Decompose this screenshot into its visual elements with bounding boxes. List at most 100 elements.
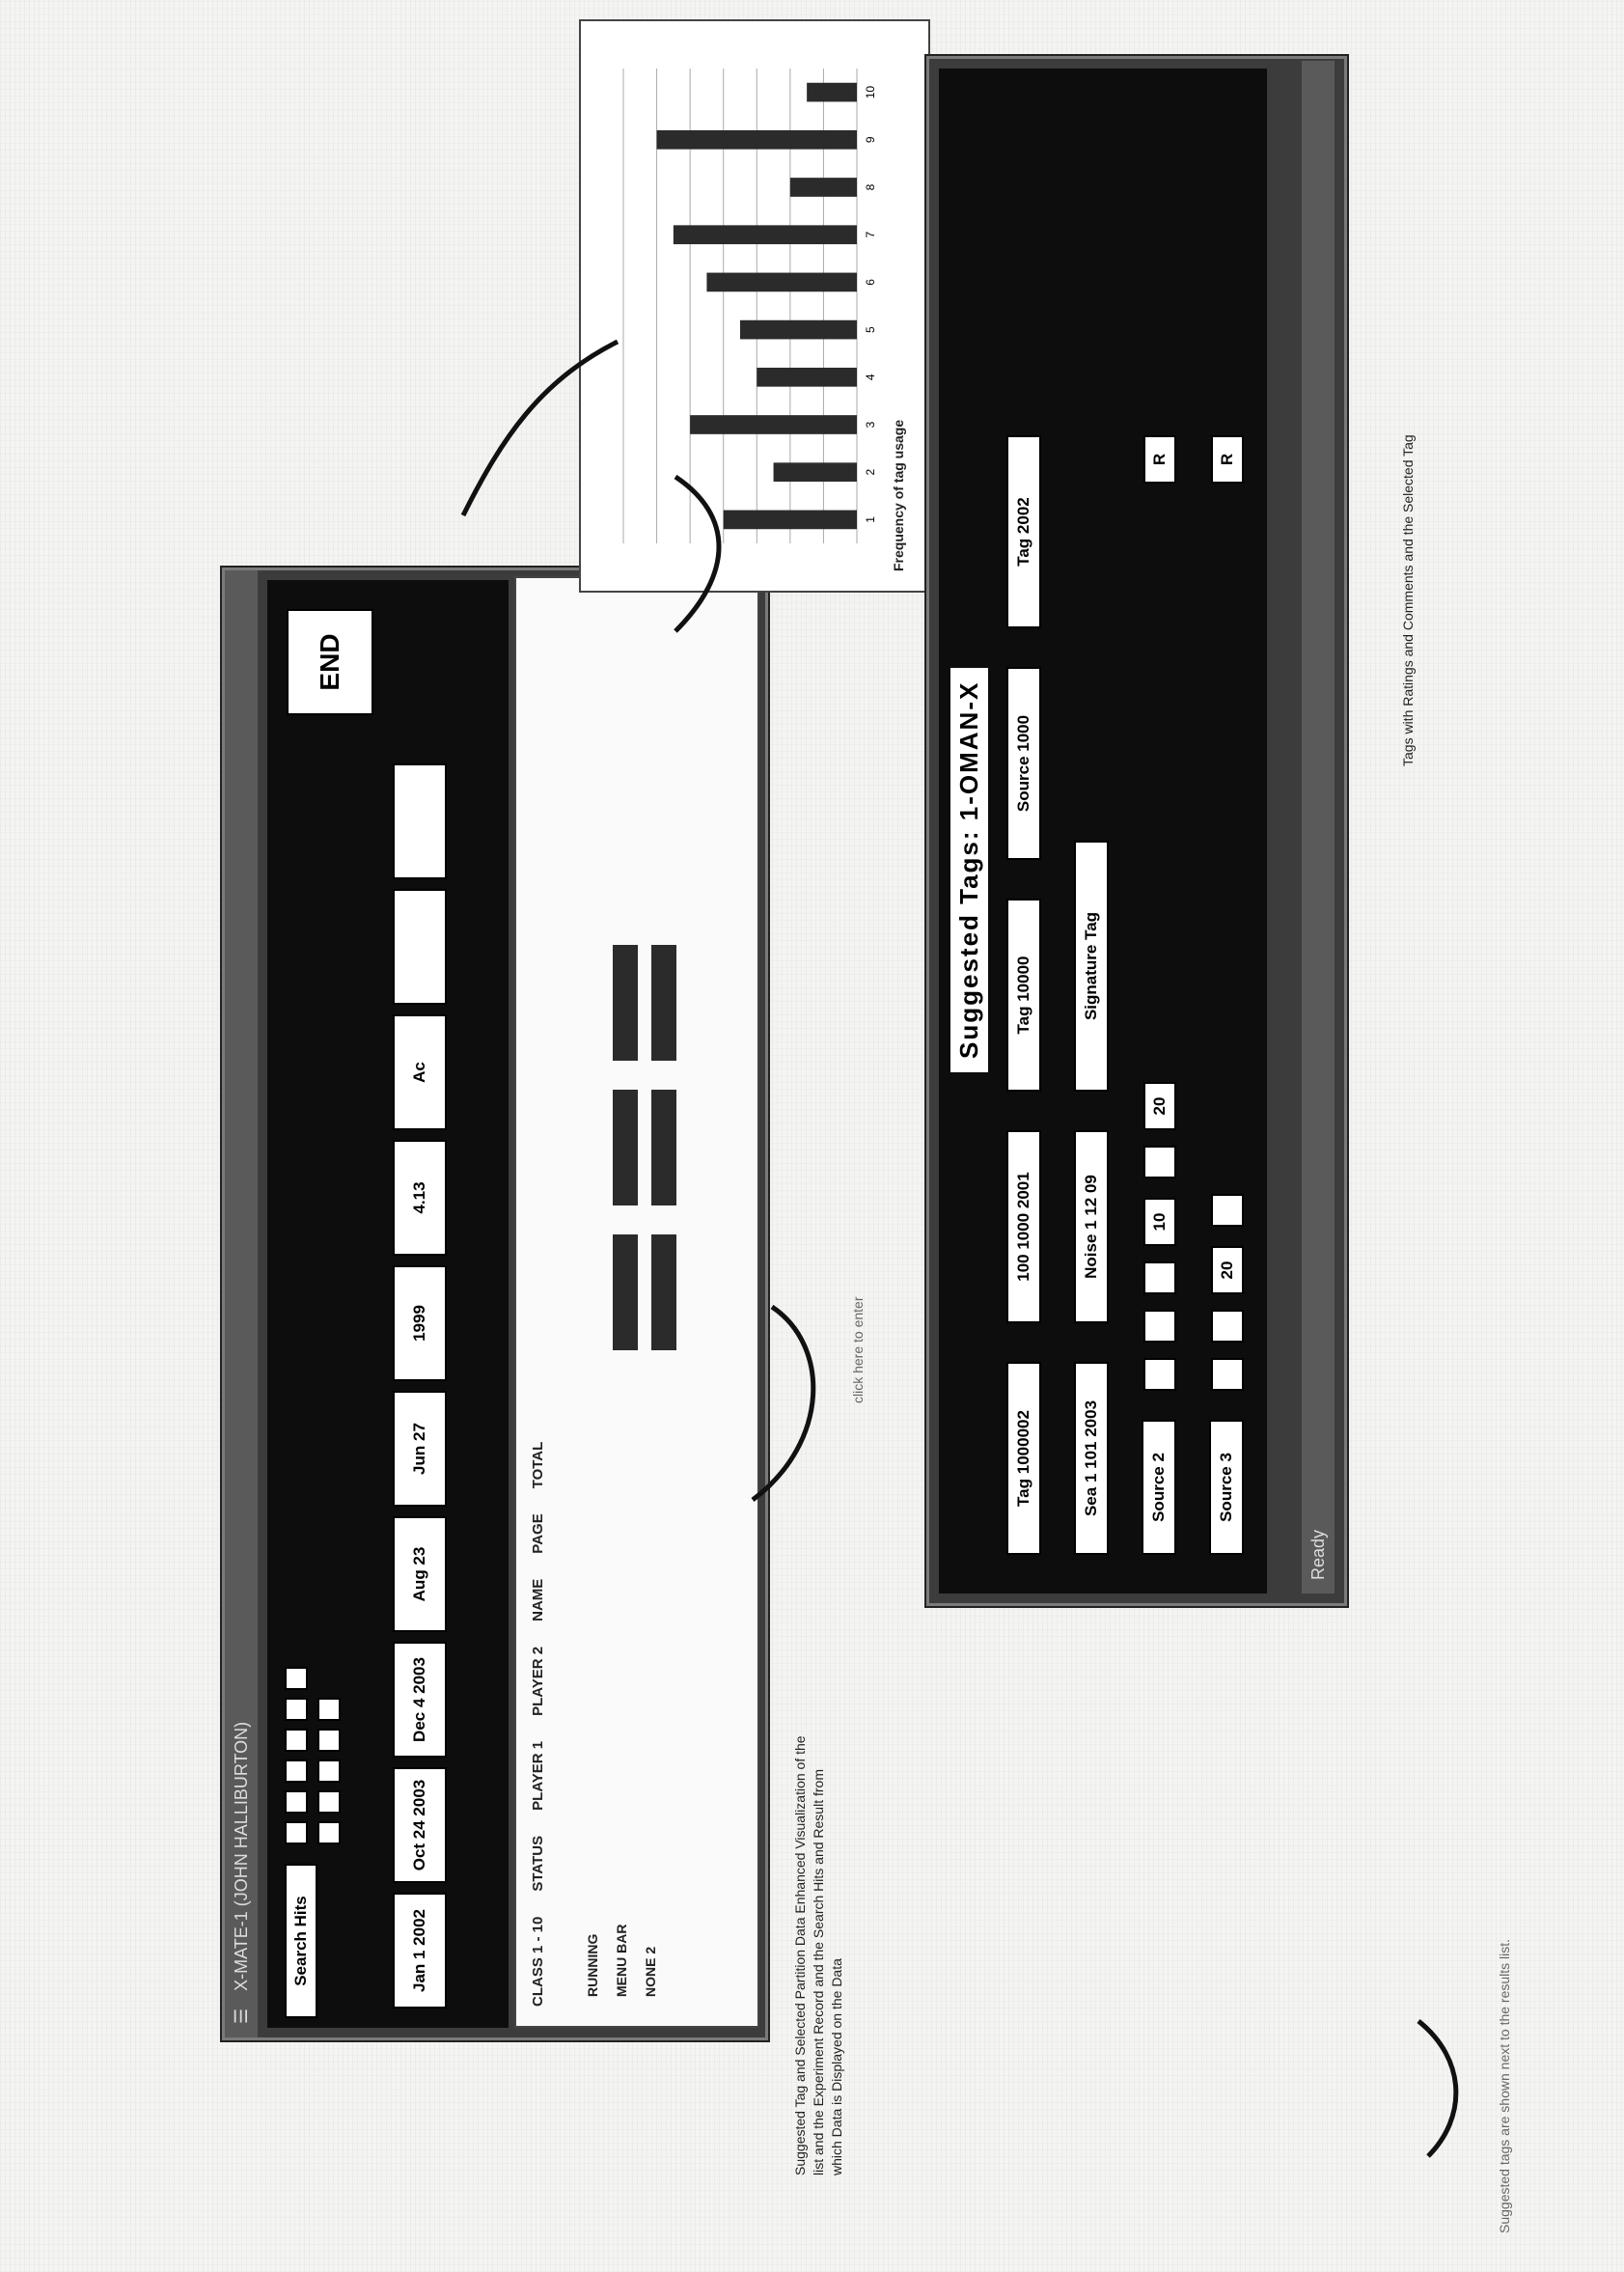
filter-button[interactable]: 4.13 bbox=[393, 1140, 447, 1256]
chart-bar bbox=[723, 510, 858, 530]
filter-button[interactable]: Aug 23 bbox=[393, 1516, 447, 1632]
rating-value[interactable]: R bbox=[1143, 435, 1176, 484]
result-line[interactable]: RUNNING bbox=[585, 1933, 600, 1997]
tags-dark-area: Suggested Tags: 1-OMAN-X Tag 1000002 100… bbox=[939, 69, 1267, 1593]
rating-box[interactable] bbox=[1211, 1310, 1244, 1343]
rating-value[interactable]: 10 bbox=[1143, 1198, 1176, 1246]
x-tick-label: 7 bbox=[864, 232, 877, 238]
header-col[interactable]: PAGE bbox=[530, 1513, 546, 1554]
filter-button[interactable]: Oct 24 2003 bbox=[393, 1767, 447, 1883]
result-block[interactable] bbox=[651, 945, 676, 1061]
x-tick-label: 9 bbox=[864, 136, 877, 143]
header-col[interactable]: CLASS 1 - 10 bbox=[530, 1916, 546, 2007]
filter-button[interactable] bbox=[393, 763, 447, 879]
header-col[interactable]: TOTAL bbox=[530, 1441, 546, 1489]
rating-box[interactable] bbox=[1143, 1261, 1176, 1294]
chart-bar bbox=[740, 319, 857, 340]
rating-box[interactable] bbox=[1143, 1146, 1176, 1178]
result-block[interactable] bbox=[651, 1234, 676, 1350]
tag-button[interactable]: Source 1000 bbox=[1006, 667, 1041, 860]
header-col[interactable]: PLAYER 1 bbox=[530, 1740, 546, 1811]
result-block[interactable] bbox=[651, 1090, 676, 1205]
chart-bar bbox=[773, 462, 857, 483]
filter-button[interactable]: 1999 bbox=[393, 1265, 447, 1381]
filter-button[interactable]: Jun 27 bbox=[393, 1391, 447, 1507]
x-tick-label: 3 bbox=[864, 421, 877, 428]
chart-bar bbox=[706, 272, 857, 292]
curved-arrow bbox=[1417, 2019, 1459, 2158]
filter-button[interactable] bbox=[393, 889, 447, 1005]
search-window: ☰ X-MATE-1 (JOHN HALLIBURTON) Search Hit… bbox=[222, 568, 768, 2040]
tag-button[interactable]: Signature Tag bbox=[1074, 841, 1109, 1092]
tag-button[interactable]: Tag 10000 bbox=[1006, 899, 1041, 1092]
chart-bar bbox=[690, 415, 858, 434]
tag-button[interactable]: Sea 1 101 2003 bbox=[1074, 1362, 1109, 1555]
tag-button[interactable]: Source 3 bbox=[1209, 1420, 1244, 1555]
tags-window: Suggested Tags: 1-OMAN-X Tag 1000002 100… bbox=[926, 56, 1347, 1606]
tag-button[interactable]: Source 2 bbox=[1142, 1420, 1176, 1555]
tag-button[interactable]: Tag 2002 bbox=[1006, 435, 1041, 628]
x-tick-label: 2 bbox=[864, 469, 877, 476]
results-panel: CLASS 1 - 10 STATUS PLAYER 1 PLAYER 2 NA… bbox=[514, 576, 759, 2028]
rating-value[interactable]: R bbox=[1211, 435, 1244, 484]
window-title: X-MATE-1 (JOHN HALLIBURTON) bbox=[231, 1721, 251, 1991]
end-button[interactable]: END bbox=[287, 609, 373, 715]
rating-box[interactable] bbox=[1143, 1310, 1176, 1343]
option-box[interactable] bbox=[317, 1821, 341, 1844]
x-tick-label: 4 bbox=[864, 374, 877, 380]
rating-box[interactable] bbox=[1211, 1358, 1244, 1391]
result-block[interactable] bbox=[613, 1090, 638, 1205]
filter-button[interactable]: Ac bbox=[393, 1014, 447, 1130]
x-tick-label: 10 bbox=[864, 86, 877, 99]
x-tick-label: 5 bbox=[864, 326, 877, 333]
option-box[interactable] bbox=[285, 1821, 308, 1844]
results-header: CLASS 1 - 10 STATUS PLAYER 1 PLAYER 2 NA… bbox=[530, 1442, 546, 2007]
filter-button[interactable]: Jan 1 2002 bbox=[393, 1893, 447, 2009]
bar-chart: 1 2 3 4 5 6 7 8 9 10 bbox=[622, 69, 877, 543]
x-tick-label: 8 bbox=[864, 183, 877, 190]
option-box[interactable] bbox=[285, 1790, 308, 1814]
option-box[interactable] bbox=[285, 1759, 308, 1783]
option-box[interactable] bbox=[285, 1698, 308, 1721]
tags-title: Suggested Tags: 1-OMAN-X bbox=[950, 667, 988, 1072]
chart-bar bbox=[673, 225, 857, 245]
search-hits-button[interactable]: Search Hits bbox=[285, 1864, 317, 2018]
header-col[interactable]: STATUS bbox=[530, 1835, 546, 1892]
rating-box[interactable] bbox=[1211, 1194, 1244, 1227]
tag-button[interactable]: 100 1000 2001 bbox=[1006, 1130, 1041, 1323]
result-block[interactable] bbox=[613, 1234, 638, 1350]
tag-button[interactable]: Noise 1 12 09 bbox=[1074, 1130, 1109, 1323]
tags-statusbar: Ready bbox=[1302, 61, 1335, 1593]
result-line[interactable]: NONE 2 bbox=[643, 1946, 658, 1997]
option-box[interactable] bbox=[317, 1698, 341, 1721]
window-menu-icon[interactable]: ☰ bbox=[231, 2008, 251, 2024]
chart-bar bbox=[789, 178, 858, 197]
rating-value[interactable]: 20 bbox=[1211, 1246, 1244, 1294]
search-window-titlebar: ☰ X-MATE-1 (JOHN HALLIBURTON) bbox=[225, 570, 258, 2037]
option-box[interactable] bbox=[285, 1667, 308, 1690]
top-caption: Suggested tags are shown next to the res… bbox=[1497, 1938, 1512, 2233]
x-tick-label: 1 bbox=[864, 516, 877, 523]
x-tick-label: 6 bbox=[864, 279, 877, 286]
search-dark-area: Search Hits END Jan 1 2002 Oct 24 2003 D… bbox=[267, 580, 509, 2028]
chart-bar bbox=[656, 129, 858, 150]
chart-caption: Frequency of tag usage bbox=[891, 419, 906, 571]
result-block[interactable] bbox=[613, 945, 638, 1061]
right-annotation: Tags with Ratings and Comments and the S… bbox=[1400, 434, 1416, 766]
tag-frequency-chart: Frequency of tag usage 1 2 3 4 5 6 7 8 9 10 bbox=[579, 19, 930, 593]
option-box[interactable] bbox=[317, 1790, 341, 1814]
rating-box[interactable] bbox=[1143, 1358, 1176, 1391]
tag-button[interactable]: Tag 1000002 bbox=[1006, 1362, 1041, 1555]
arrow-caption: click here to enter bbox=[850, 1296, 866, 1404]
left-annotation: Suggested Tag and Selected Partition Dat… bbox=[792, 1735, 844, 2175]
rating-value[interactable]: 20 bbox=[1143, 1082, 1176, 1130]
result-line[interactable]: MENU BAR bbox=[614, 1924, 629, 1997]
filter-button[interactable]: Dec 4 2003 bbox=[393, 1642, 447, 1758]
header-col[interactable]: NAME bbox=[530, 1578, 546, 1621]
option-box[interactable] bbox=[285, 1729, 308, 1752]
chart-bar bbox=[807, 82, 857, 102]
option-box[interactable] bbox=[317, 1759, 341, 1783]
option-box[interactable] bbox=[317, 1729, 341, 1752]
header-col[interactable]: PLAYER 2 bbox=[530, 1646, 546, 1716]
